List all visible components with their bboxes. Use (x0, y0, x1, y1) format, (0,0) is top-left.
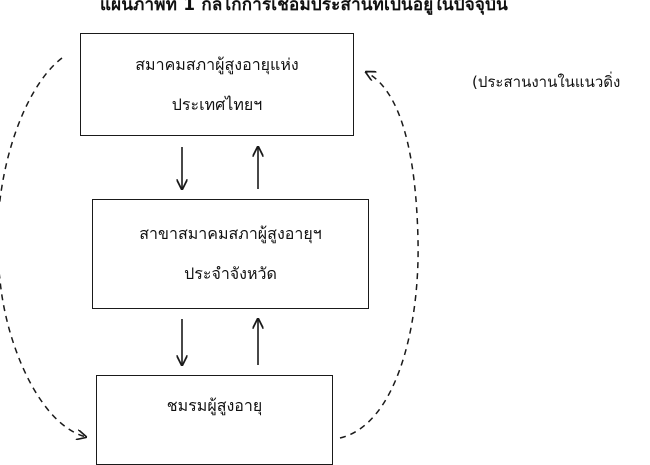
national-association-box: สมาคมสภาผู้สูงอายุแห่ง ประเทศไทยฯ (80, 33, 354, 136)
right-dashed-loop (339, 72, 419, 439)
left-dashed-loop (0, 57, 86, 437)
box-label-line2: ประจำจังหวัด (184, 264, 277, 283)
box-label-line1: สมาคมสภาผู้สูงอายุแห่ง (135, 54, 299, 74)
box-label-line1: ชมรมผู้สูงอายุ (166, 396, 263, 415)
provincial-branch-box: สาขาสมาคมสภาผู้สูงอายุฯ ประจำจังหวัด (92, 199, 369, 309)
diagram-title: แผนภาพที่ 1 กลไกการเชื่อมประสานที่เป็นอย… (100, 0, 508, 15)
box-label-line2: ประเทศไทยฯ (171, 94, 263, 114)
coordination-note: (ประสานงานในแนวดิ่ง (472, 73, 621, 91)
connector-layer (0, 57, 419, 450)
box-label-line1: สาขาสมาคมสภาผู้สูงอายุฯ (139, 224, 322, 243)
